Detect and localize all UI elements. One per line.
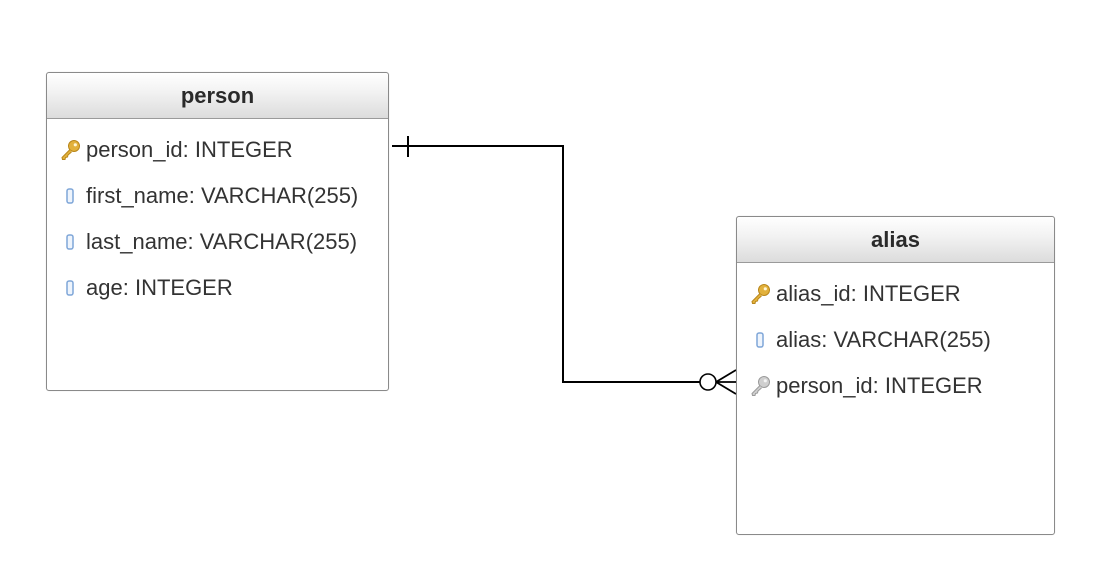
entity-header: alias: [737, 217, 1054, 263]
entity-title: alias: [871, 226, 920, 252]
attribute-type: VARCHAR(255): [199, 229, 358, 254]
attribute-row[interactable]: aliasVARCHAR(255): [737, 317, 1054, 363]
attribute-name: last_name: [86, 229, 200, 254]
attribute-list: person_idINTEGER first_nameVARCHAR(255) …: [47, 119, 388, 311]
attribute-row[interactable]: first_nameVARCHAR(255): [47, 173, 388, 219]
zero-cardinality-circle: [699, 373, 717, 391]
attribute-name: first_name: [86, 183, 201, 208]
many-crowfoot: [715, 369, 737, 395]
entity-title: person: [180, 82, 255, 108]
attribute-name: alias: [776, 327, 833, 352]
attribute-name: age: [86, 275, 135, 300]
column-icon: [749, 329, 771, 351]
attribute-type: INTEGER: [862, 281, 961, 306]
attribute-type: INTEGER: [194, 137, 293, 162]
attribute-name: alias_id: [776, 281, 863, 306]
entity-person[interactable]: person person_idINTEGER first_name: [46, 72, 389, 391]
attribute-row[interactable]: person_idINTEGER: [47, 127, 388, 173]
attribute-name: person_id: [86, 137, 195, 162]
primary-key-icon: [749, 283, 771, 305]
entity-alias[interactable]: alias alias_idINTEGER aliasVARCHAR: [736, 216, 1055, 535]
attribute-name: person_id: [776, 373, 885, 398]
entity-header: person: [47, 73, 388, 119]
attribute-row[interactable]: person_idINTEGER: [737, 363, 1054, 409]
attribute-type: INTEGER: [134, 275, 233, 300]
relationship-line: [392, 145, 708, 383]
attribute-type: INTEGER: [884, 373, 983, 398]
column-icon: [59, 185, 81, 207]
attribute-list: alias_idINTEGER aliasVARCHAR(255): [737, 263, 1054, 409]
attribute-type: VARCHAR(255): [833, 327, 991, 352]
column-icon: [59, 277, 81, 299]
column-icon: [59, 231, 81, 253]
attribute-row[interactable]: ageINTEGER: [47, 265, 388, 311]
attribute-row[interactable]: alias_idINTEGER: [737, 271, 1054, 317]
primary-key-icon: [59, 139, 81, 161]
foreign-key-icon: [749, 375, 771, 397]
attribute-row[interactable]: last_nameVARCHAR(255): [47, 219, 388, 265]
attribute-type: VARCHAR(255): [200, 183, 359, 208]
